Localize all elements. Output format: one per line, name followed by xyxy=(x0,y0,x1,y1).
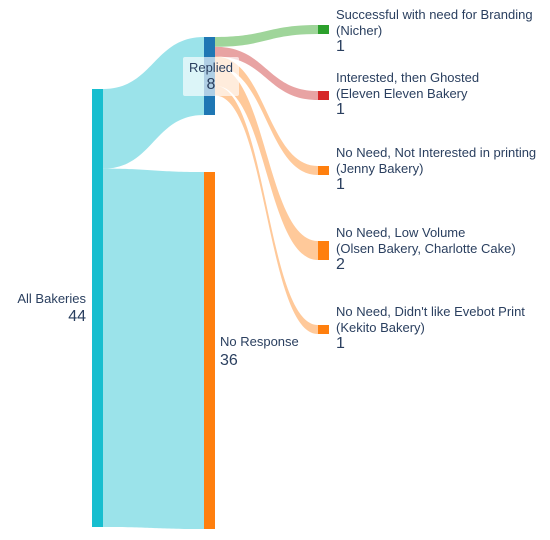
node-ghosted[interactable] xyxy=(318,91,329,100)
node-value-lowvol: 2 xyxy=(336,256,345,273)
node-label-replied: Replied xyxy=(189,60,233,75)
node-label-lowvol-line2: (Olsen Bakery, Charlotte Cake) xyxy=(336,241,516,256)
node-lowvol[interactable] xyxy=(318,241,329,260)
node-label-ghosted-line2: (Eleven Eleven Bakery xyxy=(336,86,468,101)
node-label-all: All Bakeries xyxy=(17,291,86,306)
node-value-all: 44 xyxy=(68,308,86,325)
node-label-evebot-line2: (Kekito Bakery) xyxy=(336,320,425,335)
node-value-replied: 8 xyxy=(207,76,216,93)
node-label-noprint-line2: (Jenny Bakery) xyxy=(336,161,423,176)
link-replied-to-ghosted[interactable] xyxy=(215,46,318,100)
node-label-ghosted-line1: Interested, then Ghosted xyxy=(336,70,479,85)
node-label-noresp: No Response xyxy=(220,334,299,349)
node-value-success: 1 xyxy=(336,38,345,55)
links-layer xyxy=(103,25,318,530)
node-label-evebot-line1: No Need, Didn't like Evebot Print xyxy=(336,304,525,319)
node-label-noprint-line1: No Need, Not Interested in printing xyxy=(336,145,536,160)
node-value-noprint: 1 xyxy=(336,176,345,193)
node-value-evebot: 1 xyxy=(336,335,345,352)
node-evebot[interactable] xyxy=(318,325,329,334)
node-value-noresp: 36 xyxy=(220,352,238,369)
link-replied-to-evebot[interactable] xyxy=(215,85,318,334)
node-all[interactable] xyxy=(92,89,103,527)
node-noresp[interactable] xyxy=(204,172,215,529)
link-all-to-noresp[interactable] xyxy=(103,168,204,530)
node-label-success-line1: Successful with need for Branding xyxy=(336,7,533,22)
node-success[interactable] xyxy=(318,25,329,34)
node-label-lowvol-line1: No Need, Low Volume xyxy=(336,225,465,240)
link-replied-to-lowvol[interactable] xyxy=(215,66,318,260)
node-label-success-line2: (Nicher) xyxy=(336,23,382,38)
link-all-to-replied[interactable] xyxy=(103,37,204,169)
node-value-ghosted: 1 xyxy=(336,101,345,118)
link-replied-to-noprint[interactable] xyxy=(215,56,318,176)
replied-label-box xyxy=(183,57,239,96)
node-noprint[interactable] xyxy=(318,166,329,175)
link-replied-to-success[interactable] xyxy=(215,25,318,47)
